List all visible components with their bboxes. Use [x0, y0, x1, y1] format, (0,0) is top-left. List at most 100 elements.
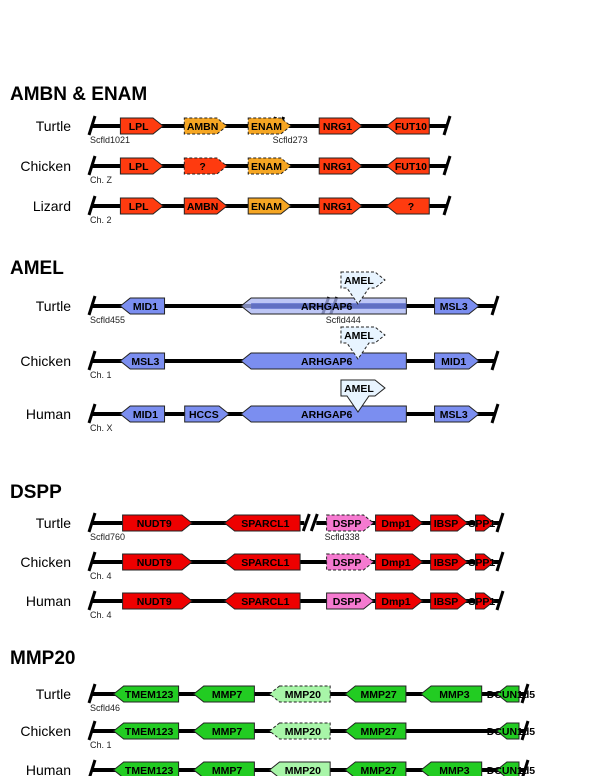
gene-arrow-shape [326, 514, 375, 532]
gene-label: ENAM [251, 161, 282, 173]
insert-label: AMEL [344, 275, 374, 287]
chromosome-end-cap [490, 350, 500, 371]
gene-mmp20: MMP20 [268, 761, 331, 776]
gene-arrow-shape [385, 117, 430, 135]
gene-label: TMEM123 [125, 689, 174, 701]
gene-arrow-shape [240, 352, 407, 370]
chromosome-end-cap [490, 403, 500, 424]
gene-label: MMP20 [285, 689, 321, 701]
location-label: Ch. Z [90, 175, 113, 185]
chromosome-end-cap [442, 195, 452, 216]
gene-arrow-shape [119, 197, 164, 215]
chromosome-start-cap [87, 683, 97, 704]
gene-amel-insert: AMEL [340, 271, 386, 305]
locus-row-human: HumanTMEM123MMP7MMP20MMP27MMP3DCUN1d5Ch.… [26, 759, 535, 776]
species-label: Turtle [36, 515, 71, 531]
gene-dspp: DSPP [326, 514, 375, 532]
gene-enam: ENAM [247, 117, 292, 135]
gene-label: DCUN1d5 [487, 726, 536, 738]
gene-arrow-shape [375, 592, 424, 610]
gene-nudt9: NUDT9 [122, 553, 193, 571]
gene-sparcl1: SPARCL1 [223, 553, 301, 571]
gene-arrow-shape [496, 722, 520, 740]
gene-nudt9: NUDT9 [122, 592, 193, 610]
gene-label: MID1 [133, 301, 158, 313]
gene-label: IBSP [434, 518, 459, 530]
gene-label: DSPP [333, 596, 362, 608]
gene-label: DSPP [333, 518, 362, 530]
gene-spp1: SPP1 [468, 514, 495, 532]
gene-spp1: SPP1 [468, 553, 495, 571]
gene-nrg1: NRG1 [318, 197, 363, 215]
gene-label: ARHGAP6 [301, 301, 353, 313]
gene-label: SPARCL1 [241, 518, 289, 530]
gene-arhgap6: ARHGAP6 [240, 352, 407, 370]
gene-label: SPARCL1 [241, 596, 289, 608]
gene-msl3: MSL3 [434, 405, 480, 423]
gene-arrow-shape [385, 157, 430, 175]
gene-lpl: LPL [119, 117, 164, 135]
gene-label: SPP1 [468, 518, 495, 530]
species-label: Human [26, 593, 71, 609]
gene-arrow-shape [385, 197, 430, 215]
section-title: DSPP [10, 482, 62, 503]
gene-arrow-shape [268, 722, 331, 740]
chromosome-start-cap [87, 720, 97, 741]
gene-label: FUT10 [395, 161, 427, 173]
gene-label: MMP7 [212, 765, 242, 776]
gene-tmem123: TMEM123 [112, 722, 180, 740]
gene-label: MMP7 [212, 726, 242, 738]
location-label: Ch. 2 [90, 215, 112, 225]
location-label: Ch. 1 [90, 740, 112, 750]
gene-dmp1: Dmp1 [375, 514, 424, 532]
gene-sparcl1: SPARCL1 [223, 592, 301, 610]
gene-arrow-shape [420, 685, 483, 703]
gene-arrow-shape [119, 352, 166, 370]
gene-nudt9: NUDT9 [122, 514, 193, 532]
gene-arrow-shape [344, 685, 407, 703]
gene-label: SPP1 [468, 596, 495, 608]
gene-label: NUDT9 [137, 596, 172, 608]
species-label: Human [26, 762, 71, 776]
location-label: Scfld273 [273, 135, 308, 145]
gene-lpl: LPL [119, 157, 164, 175]
chromosome-end-cap [495, 551, 505, 572]
gene-label: Dmp1 [381, 596, 410, 608]
location-label: Ch. 1 [90, 370, 112, 380]
gene-label: LPL [129, 161, 149, 173]
gene-ambn: AMBN [183, 117, 228, 135]
gene-arrow-shape [475, 592, 495, 610]
gene-mid1: MID1 [119, 405, 166, 423]
gene-tmem123: TMEM123 [112, 685, 180, 703]
gene-label: NUDT9 [137, 518, 172, 530]
gene-dcun1d5: DCUN1d5 [487, 685, 535, 703]
gene-arrow-shape [434, 297, 480, 315]
gene-enam: ENAM [247, 197, 292, 215]
gene-mmp27: MMP27 [344, 685, 407, 703]
chromosome-start-cap [87, 512, 97, 533]
gene-arrow-shape [112, 761, 180, 776]
gene-spp1: SPP1 [468, 592, 495, 610]
location-label: Ch. 4 [90, 571, 112, 581]
gene-arrow-shape [375, 514, 424, 532]
gene-label: IBSP [434, 596, 459, 608]
gene-amel-insert: AMEL [340, 379, 386, 413]
gene-mmp27: MMP27 [344, 761, 407, 776]
gene-arrow-shape [420, 761, 483, 776]
gene-label: MSL3 [440, 409, 468, 421]
species-label: Chicken [20, 554, 71, 570]
chromosome-start-cap [87, 155, 97, 176]
gene-label: HCCS [189, 409, 219, 421]
gene-arrow-shape [268, 761, 331, 776]
insert-arrow-shape [340, 379, 386, 413]
gene-label: Dmp1 [381, 518, 410, 530]
gene-dspp: DSPP [326, 553, 375, 571]
gene-label: NUDT9 [137, 557, 172, 569]
gene-label: LPL [129, 121, 149, 133]
gene-ambn: AMBN [183, 197, 228, 215]
